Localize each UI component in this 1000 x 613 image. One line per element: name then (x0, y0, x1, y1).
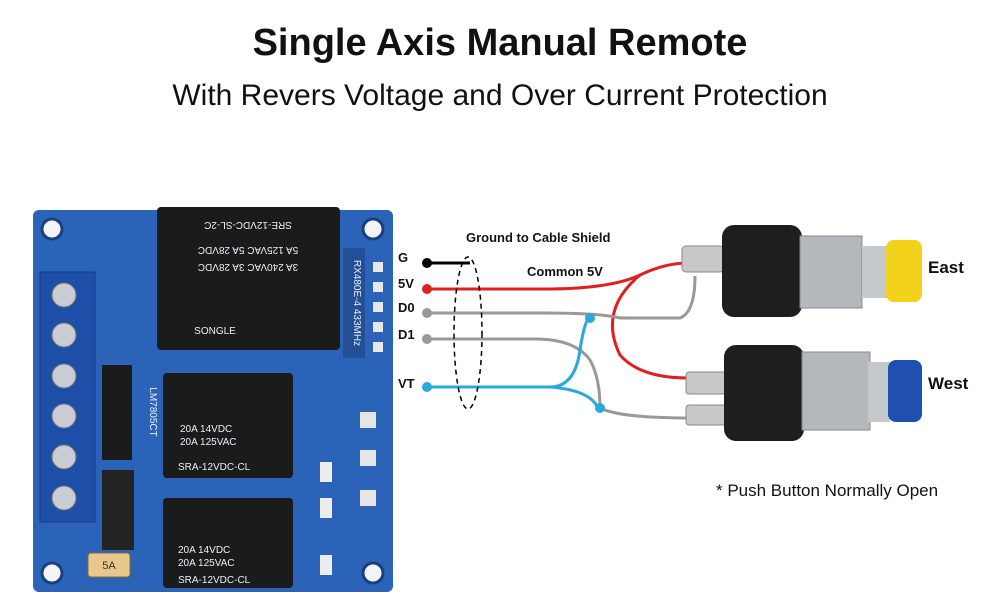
west-push-button (685, 345, 922, 441)
east-push-button (681, 225, 922, 317)
wires (427, 256, 697, 420)
pin-dot-d0 (422, 308, 432, 318)
solder-lug (681, 245, 725, 273)
smd-led (320, 498, 332, 518)
regulator-label: LM7805CT (147, 387, 158, 436)
pin-dots (422, 258, 432, 392)
small-relay-1-rating-2: 20A 125VAC (180, 437, 237, 448)
page-subtitle: With Revers Voltage and Over Current Pro… (172, 79, 828, 112)
west-button-cap (888, 360, 922, 422)
relay-board: SRE-12VDC-SL-2C 5A 125VAC 5A 28VDC 3A 24… (33, 207, 393, 592)
d1-wire (427, 337, 691, 420)
rf-receiver-module (343, 248, 365, 358)
smd-pad (360, 490, 376, 506)
button-body (724, 345, 804, 441)
shield-annotation: Ground to Cable Shield (466, 230, 611, 245)
page-title: Single Axis Manual Remote (252, 22, 748, 64)
small-relay-2-model: SRA-12VDC-CL (178, 575, 251, 586)
main-relay-rating-2: 3A 240VAC 3A 28VDC (198, 261, 298, 272)
pin-dot-g (422, 258, 432, 268)
main-relay (157, 207, 340, 350)
fuse (87, 552, 131, 578)
pin-label-vt: VT (398, 376, 415, 391)
terminal-screw (51, 403, 77, 429)
vt-wire-branch (549, 385, 600, 409)
east-button-cap (886, 240, 922, 302)
pin-dot-5v (422, 284, 432, 294)
main-relay-rating-1: 5A 125VAC 5A 28VDC (198, 244, 298, 255)
receiver-label: RX480E-4 433MHz (351, 260, 362, 346)
small-relay-2-rating-1: 20A 14VDC (178, 545, 230, 556)
terminal-screw (51, 444, 77, 470)
terminal-screw (51, 282, 77, 308)
smd-pad (360, 450, 376, 466)
header-pin (373, 262, 383, 272)
pin-dot-vt (422, 382, 432, 392)
main-relay-brand: SONGLE (194, 326, 236, 337)
solder-lug (685, 404, 727, 426)
pin-dot-d1 (422, 334, 432, 344)
mounting-hole (361, 217, 385, 241)
pin-label-d1: D1 (398, 327, 415, 342)
fuse-label: 5A (102, 560, 116, 572)
common-5v-wire-west (611, 273, 689, 380)
header-pin (373, 302, 383, 312)
west-label: West (928, 374, 969, 393)
pin-label-d0: D0 (398, 300, 415, 315)
voltage-regulator (102, 365, 132, 460)
cable-shield (453, 256, 483, 410)
common-5v-annotation: Common 5V (527, 264, 603, 279)
smd-pad (360, 412, 376, 428)
main-relay-model: SRE-12VDC-SL-2C (204, 219, 292, 230)
small-relay-1 (163, 373, 293, 478)
button-collar (862, 246, 888, 298)
small-relay-1-rating-1: 20A 14VDC (180, 424, 232, 435)
smd-led (320, 462, 332, 482)
junction-dot (595, 403, 605, 413)
pin-label-5v: 5V (398, 276, 414, 291)
receiver-header-pins (373, 262, 383, 352)
d0-wire (427, 275, 697, 320)
header-pin (373, 322, 383, 332)
screw-terminal-block (39, 271, 96, 523)
mounting-hole (361, 561, 385, 585)
button-collar (868, 362, 890, 422)
button-thread (799, 235, 863, 309)
pin-labels: G 5V D0 D1 VT (398, 250, 415, 391)
small-relay-2-rating-2: 20A 125VAC (178, 558, 235, 569)
vt-wire (427, 316, 591, 389)
button-thread (801, 351, 871, 431)
small-relay-1-model: SRA-12VDC-CL (178, 462, 251, 473)
terminal-screw (51, 485, 77, 511)
button-body (722, 225, 802, 317)
mounting-hole (40, 217, 64, 241)
mosfet (102, 470, 134, 550)
solder-lug (685, 371, 727, 395)
mounting-hole (40, 561, 64, 585)
screw-terminals (51, 282, 77, 511)
east-label: East (928, 258, 964, 277)
terminal-screw (51, 363, 77, 389)
junction-dot (585, 313, 595, 323)
small-relay-2 (163, 498, 293, 588)
pin-label-g: G (398, 250, 408, 265)
smd-led (320, 555, 332, 575)
header-pin (373, 342, 383, 352)
normally-open-note: * Push Button Normally Open (716, 481, 938, 500)
header-pin (373, 282, 383, 292)
terminal-screw (51, 322, 77, 348)
